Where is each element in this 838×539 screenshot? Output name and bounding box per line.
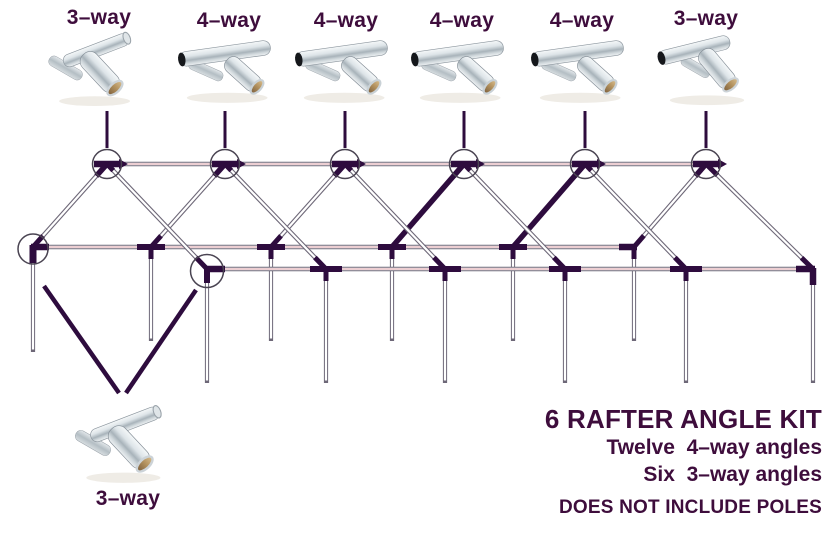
kit-detail-4way: Twelve 4–way angles (606, 436, 822, 459)
fitting-label-5: 4–way (549, 9, 615, 32)
fitting-label-6: 3–way (673, 7, 739, 30)
fitting-photo-3-way-icon (70, 399, 186, 487)
fitting-label-2: 4–way (196, 9, 262, 32)
fitting-label-3: 4–way (313, 9, 379, 32)
fitting-label-1: 3–way (66, 6, 132, 29)
fitting-label-bottom: 3–way (95, 487, 161, 510)
kit-info-block: 6 RAFTER ANGLE KIT Twelve 4–way angles S… (545, 404, 822, 519)
kit-detail-3way: Six 3–way angles (643, 463, 822, 486)
kit-note: DOES NOT INCLUDE POLES (558, 497, 822, 518)
kit-title: 6 RAFTER ANGLE KIT (544, 404, 822, 434)
fitting-label-4: 4–way (429, 9, 495, 32)
